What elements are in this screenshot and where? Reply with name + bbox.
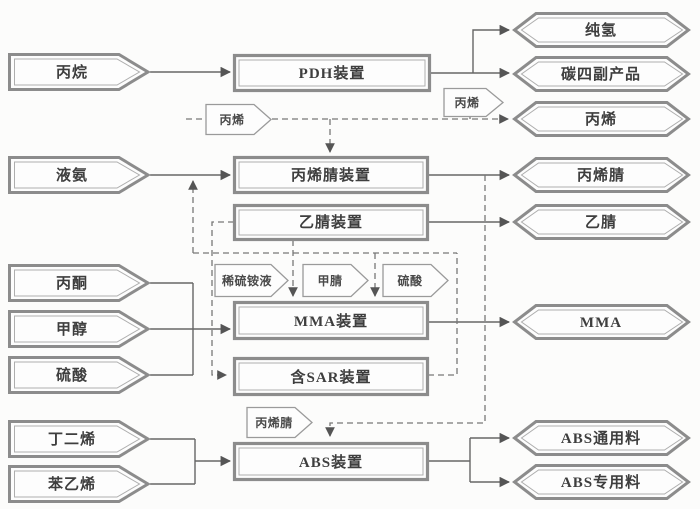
node-butadiene-label: 丁二烯 — [48, 430, 96, 448]
node-acetonitrile-out-label: 乙腈 — [585, 213, 617, 231]
tag-sulfuric-acid-recycle-label: 硫酸 — [397, 273, 423, 288]
unit-abs: ABS装置 — [232, 441, 430, 482]
node-abs-special-label: ABS专用料 — [561, 473, 641, 491]
tag-methyl-nitrile: 甲腈 — [302, 263, 369, 298]
node-propylene-out-label: 丙烯 — [585, 110, 617, 128]
node-liquid-ammonia: 液氨 — [8, 156, 150, 194]
connector-butadiene-styrene-merge — [150, 438, 196, 485]
unit-pdh-label: PDH装置 — [299, 64, 366, 82]
connector-abs-unit-split — [428, 438, 471, 482]
node-abs-special: ABS专用料 — [513, 464, 690, 500]
node-mma-out-label: MMA — [580, 315, 622, 331]
node-acetonitrile-out: 乙腈 — [513, 204, 690, 240]
node-styrene-label: 苯乙烯 — [47, 475, 96, 493]
unit-pdh: PDH装置 — [232, 53, 432, 93]
node-pure-hydrogen-label: 纯氢 — [585, 21, 617, 39]
node-mma-out: MMA — [513, 304, 690, 340]
unit-acetonitrile: 乙腈装置 — [232, 203, 430, 242]
tag-sulfuric-acid-recycle: 硫酸 — [382, 263, 449, 298]
node-c4-byproducts: 碳四副产品 — [513, 56, 690, 92]
unit-acetonitrile-label: 乙腈装置 — [299, 213, 363, 231]
unit-acrylonitrile-label: 丙烯腈装置 — [291, 166, 371, 184]
node-abs-general-label: ABS通用料 — [561, 429, 641, 447]
node-abs-general: ABS通用料 — [513, 420, 690, 456]
node-acrylonitrile-out: 丙烯腈 — [513, 157, 690, 193]
unit-sar: 含SAR装置 — [232, 356, 430, 397]
unit-acrylonitrile: 丙烯腈装置 — [232, 155, 430, 195]
dashed-connectors — [186, 114, 509, 437]
unit-sar-label: 含SAR装置 — [290, 368, 371, 386]
dashed-acrylonitrile-to-abs-unit — [325, 175, 486, 437]
node-acetone-label: 丙酮 — [56, 275, 88, 292]
node-butadiene: 丁二烯 — [8, 420, 150, 458]
tag-propylene-pdh-label: 丙烯 — [454, 95, 479, 110]
node-methanol: 甲醇 — [8, 310, 150, 348]
tag-propylene-pdh: 丙烯 — [443, 87, 505, 118]
node-c4-byproducts-label: 碳四副产品 — [561, 65, 641, 83]
unit-abs-label: ABS装置 — [299, 453, 363, 471]
node-acetone: 丙酮 — [8, 264, 150, 302]
tag-propylene-top: 丙烯 — [205, 103, 272, 136]
tag-acrylonitrile-feed: 丙烯腈 — [246, 406, 313, 439]
node-sulfuric-acid: 硫酸 — [8, 356, 150, 394]
node-acrylonitrile-out-label: 丙烯腈 — [577, 166, 625, 184]
solid-connectors — [150, 24, 511, 488]
node-liquid-ammonia-label: 液氨 — [56, 166, 88, 184]
dashed-sar-out-elbow — [428, 253, 458, 376]
unit-mma-label: MMA装置 — [294, 312, 368, 330]
tag-methyl-nitrile-label: 甲腈 — [317, 273, 342, 288]
node-styrene: 苯乙烯 — [8, 465, 150, 503]
node-pure-hydrogen: 纯氢 — [513, 12, 690, 48]
connector-pdh-to-hydrogen — [472, 24, 511, 73]
tag-propylene-top-label: 丙烯 — [219, 112, 244, 127]
unit-mma: MMA装置 — [232, 300, 430, 341]
node-propane-label: 丙烷 — [56, 63, 88, 81]
tag-acrylonitrile-feed-label: 丙烯腈 — [255, 415, 293, 430]
node-methanol-label: 甲醇 — [56, 320, 88, 338]
node-propylene-out: 丙烯 — [513, 101, 690, 137]
node-sulfuric-acid-label: 硫酸 — [56, 366, 88, 384]
node-propane: 丙烷 — [8, 53, 150, 91]
tag-dilute-ammonium-sulfate-label: 稀硫铵液 — [222, 273, 272, 288]
dashed-acn-unit-to-sar-unit — [211, 221, 234, 380]
tag-dilute-ammonium-sulfate: 稀硫铵液 — [214, 263, 289, 298]
